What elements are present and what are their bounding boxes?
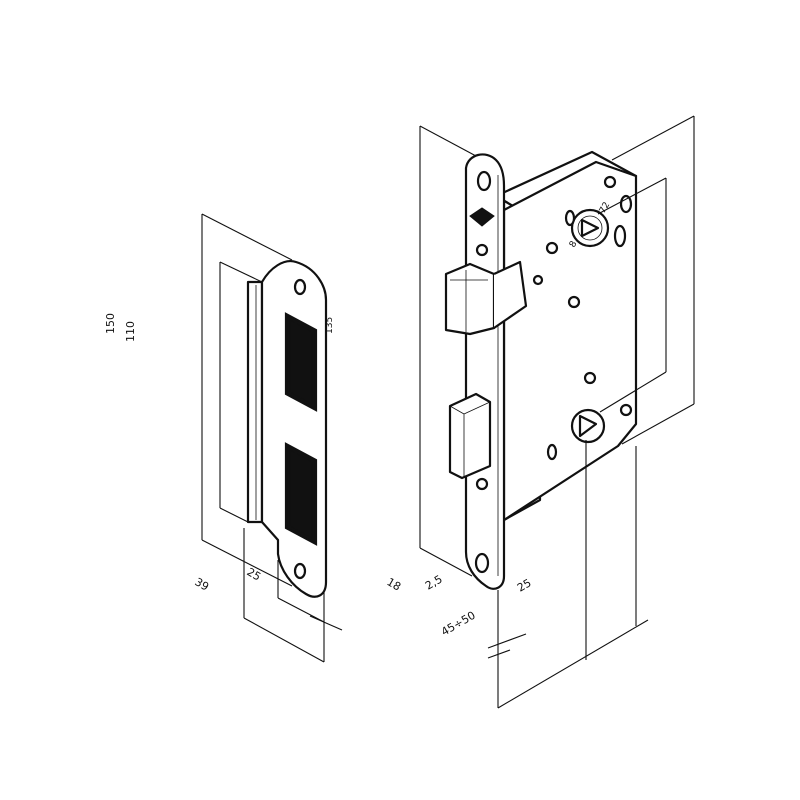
case-hole-1	[564, 209, 576, 227]
case-screw-3	[532, 274, 544, 286]
label-39: 39	[193, 575, 212, 593]
strike-screw-hole-top	[293, 278, 307, 296]
case-screw-5	[583, 371, 597, 385]
label-45-50: 45÷50	[439, 609, 478, 639]
label-72: 72	[598, 201, 612, 216]
key-square-icon	[578, 414, 598, 438]
case-hole-4	[546, 443, 558, 461]
case-screw-4	[567, 295, 581, 309]
label-18: 18	[385, 575, 404, 593]
strike-dimensions	[201, 213, 343, 663]
face-screw-small-top	[475, 243, 489, 257]
case-screw-2	[545, 241, 559, 255]
face-screw-small-bottom	[475, 477, 489, 491]
brand-logo-icon	[469, 207, 495, 227]
strike-plate-body	[260, 260, 328, 598]
mortise-lock	[444, 150, 638, 590]
label-2-5: 2,5	[423, 573, 445, 593]
strike-flange	[246, 280, 264, 524]
face-screw-top	[476, 170, 492, 192]
strike-screw-hole-bottom	[293, 562, 307, 580]
spindle-square-icon	[580, 218, 600, 238]
strike-bolt-slot	[284, 442, 318, 546]
lock-faceplate	[464, 153, 506, 590]
case-hole-2	[619, 194, 633, 214]
label-135: 135	[325, 317, 335, 334]
label-25-backset: 25	[515, 576, 534, 594]
label-110: 110	[124, 321, 137, 342]
case-screw-1	[603, 175, 617, 189]
lock-dimensions	[419, 115, 695, 709]
case-hole-3	[613, 224, 627, 248]
label-8: 8	[568, 239, 580, 249]
face-screw-bottom	[474, 552, 490, 574]
label-150: 150	[104, 313, 117, 334]
strike-latch-slot	[284, 312, 318, 412]
case-screw-6	[619, 403, 633, 417]
strike-plate	[246, 260, 328, 598]
dead-bolt	[448, 392, 492, 480]
label-25-strike: 25	[245, 565, 264, 583]
latch-bolt	[444, 262, 496, 336]
